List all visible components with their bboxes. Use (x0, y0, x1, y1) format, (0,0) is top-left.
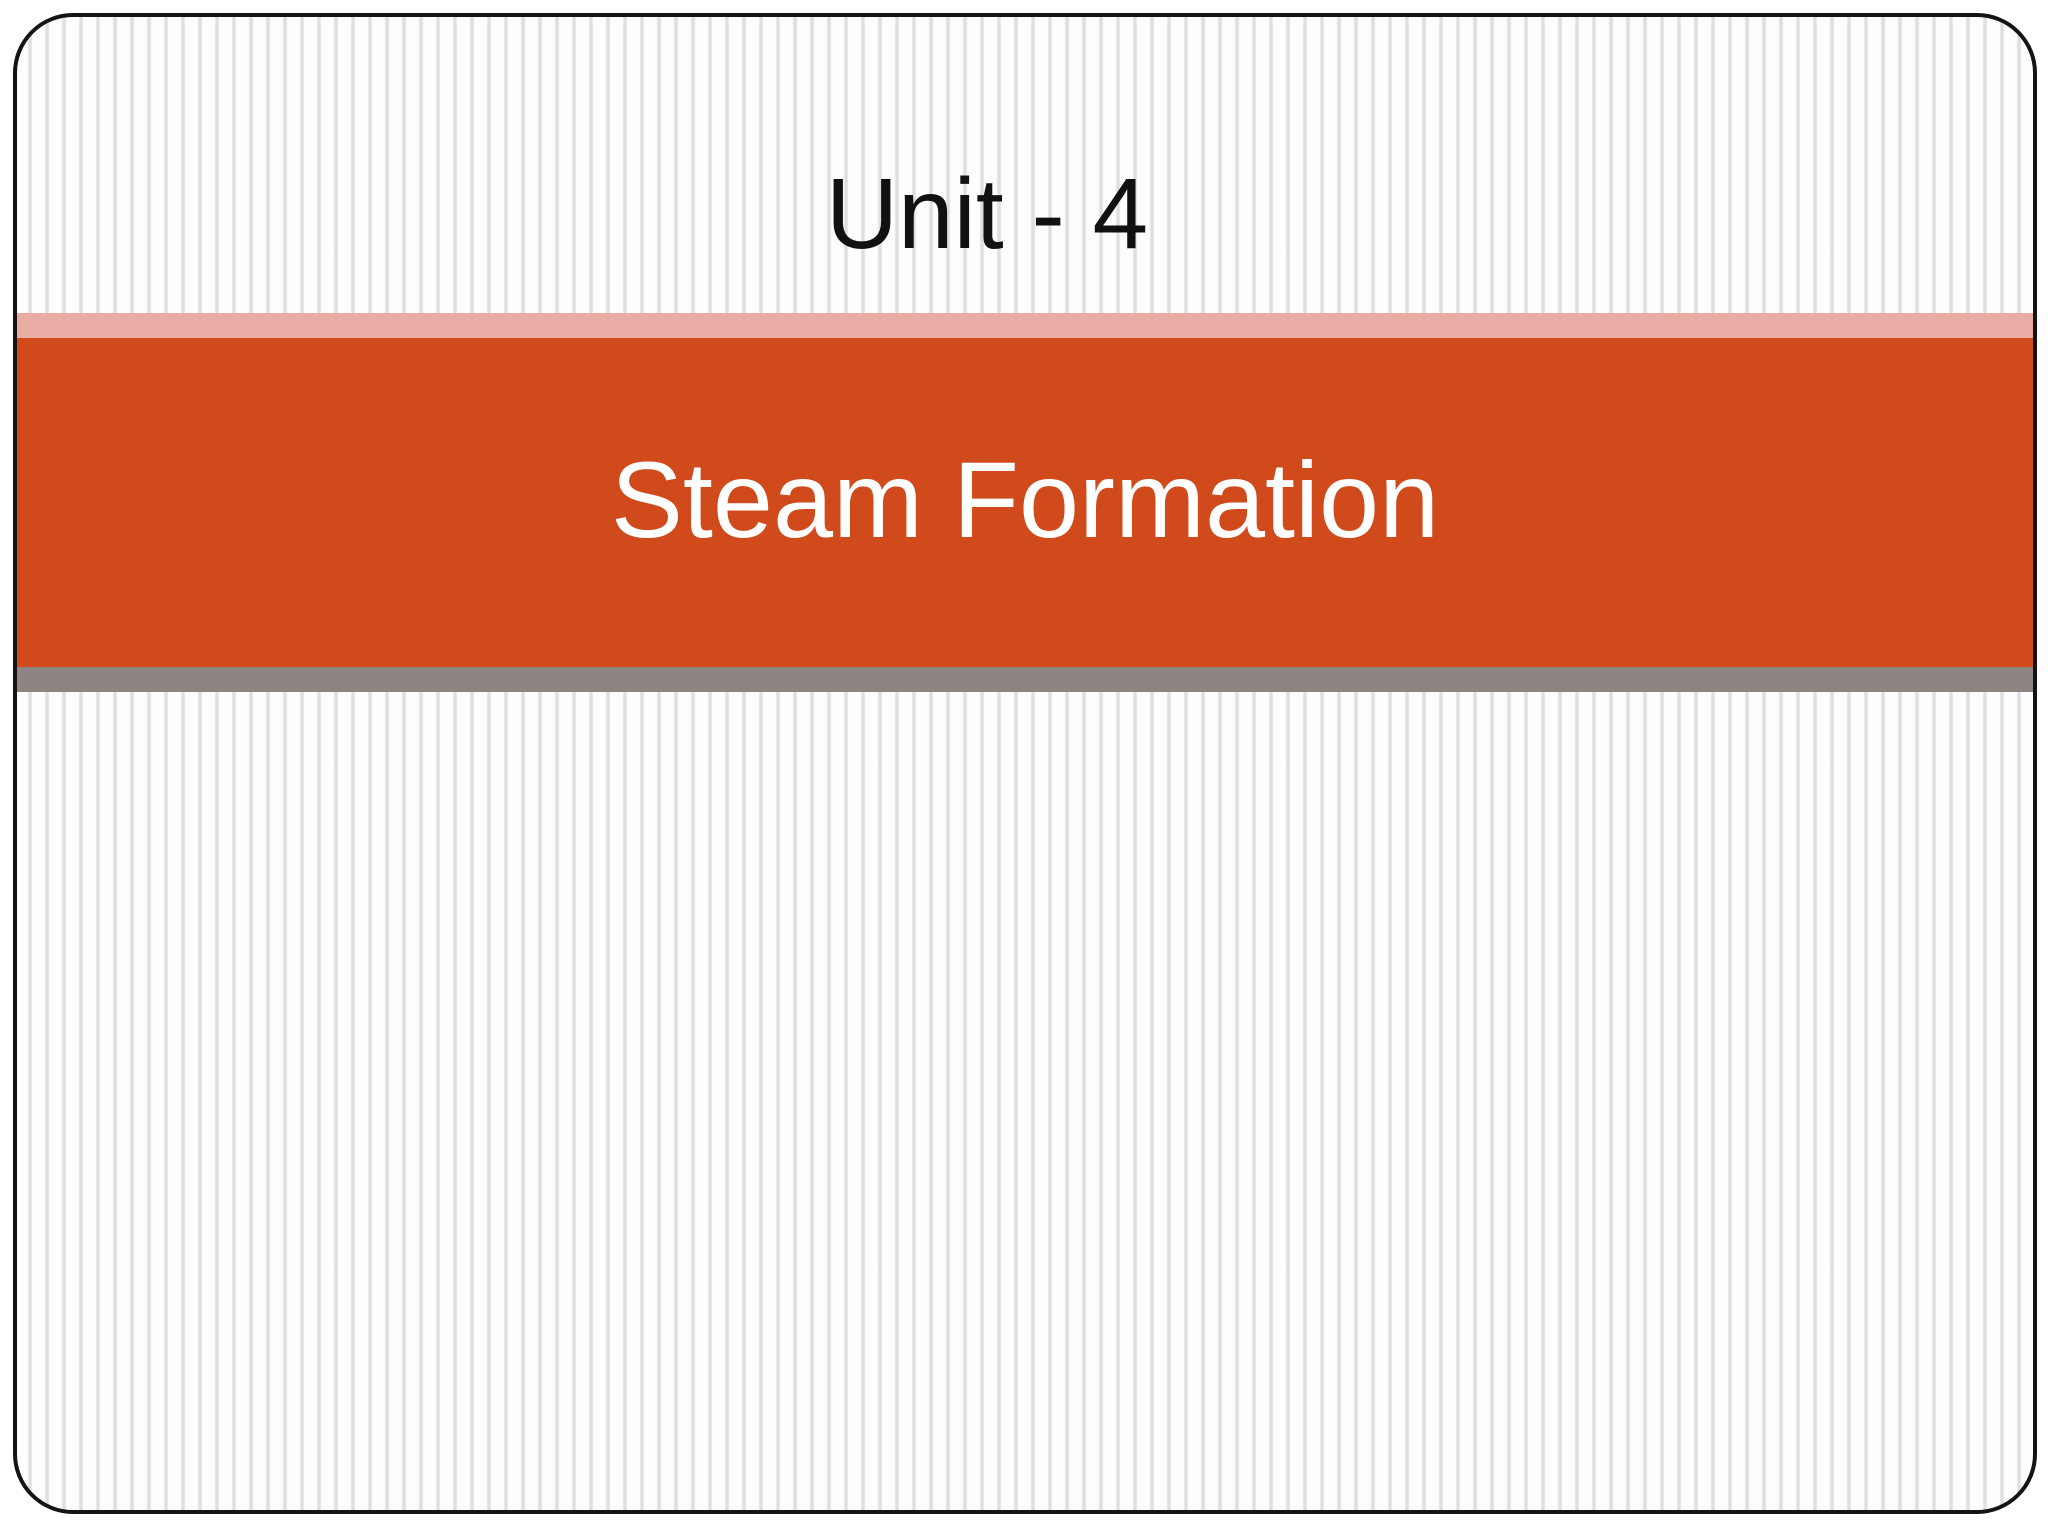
slide-title: Unit - 4 (825, 158, 1149, 270)
slide-canvas: Unit - 4 Steam Formation (13, 13, 2037, 1514)
accent-stripe-bottom (17, 667, 2033, 692)
banner-title-text: Steam Formation (610, 438, 1440, 560)
title-banner: Steam Formation (17, 338, 2033, 667)
accent-stripe-top (17, 313, 2033, 338)
